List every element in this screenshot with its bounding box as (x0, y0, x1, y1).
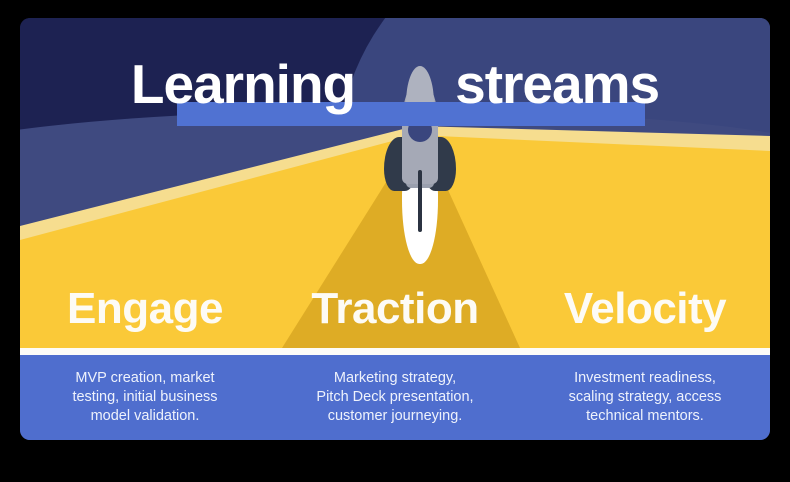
stage-description-engage: MVP creation, market testing, initial bu… (20, 355, 270, 426)
stage-description-traction: Marketing strategy, Pitch Deck presentat… (270, 355, 520, 426)
title-word-learning: Learning (130, 53, 356, 115)
stage-heading-band: Engage Traction Velocity (20, 270, 770, 348)
rocket-icon (380, 62, 460, 264)
rocket-nozzle (418, 170, 422, 232)
stage-label: Velocity (563, 284, 727, 333)
stage-label: Engage (67, 284, 223, 333)
stage-heading-traction: Traction (270, 270, 520, 348)
title-word-spacer (369, 53, 440, 115)
stage-description-velocity: Investment readiness, scaling strategy, … (520, 355, 770, 426)
stage-heading-engage: Engage (20, 270, 270, 348)
stage-description-band: MVP creation, market testing, initial bu… (20, 355, 770, 440)
stage-description-text: Investment readiness, scaling strategy, … (568, 370, 722, 424)
page-title: Learning streams (20, 54, 770, 114)
stage-heading-velocity: Velocity (520, 270, 770, 348)
infographic-card: Learning streams Engage Traction Velocit… (20, 18, 770, 440)
stage-description-text: MVP creation, market testing, initial bu… (72, 370, 218, 424)
title-word-streams: streams (455, 53, 660, 115)
stage-label: Traction (311, 284, 479, 333)
title-highlight-bar (177, 102, 645, 126)
band-separator (20, 348, 770, 355)
stage-description-text: Marketing strategy, Pitch Deck presentat… (316, 370, 474, 424)
